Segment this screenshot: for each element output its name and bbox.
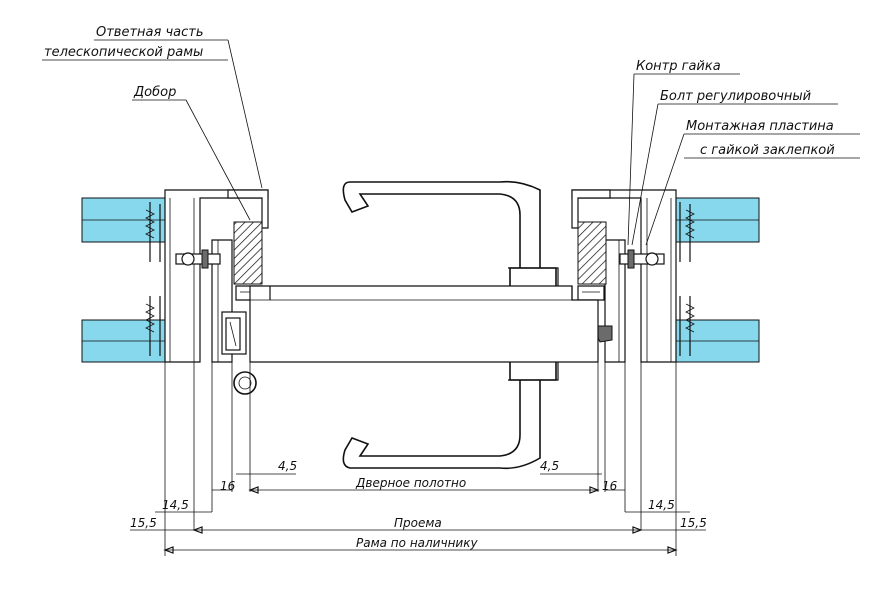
label-telescopic-part-2: телескопической рамы — [44, 45, 203, 60]
dim-opening: Проема — [394, 516, 442, 530]
label-bolt: Болт регулировочный — [660, 89, 811, 104]
label-plate-1: Монтажная пластина — [686, 119, 834, 134]
dim-left-14-5: 14,5 — [162, 498, 189, 512]
dim-door-leaf: Дверное полотно — [355, 476, 466, 490]
dim-left-15-5: 15,5 — [130, 516, 157, 530]
dim-right-16: 16 — [602, 479, 618, 493]
dim-frame-by-trim: Рама по наличнику — [356, 536, 478, 550]
dimension-lines — [130, 362, 706, 556]
dim-right-14-5: 14,5 — [648, 498, 675, 512]
left-seal-block — [233, 221, 263, 285]
right-seal-block — [577, 221, 607, 285]
right-screws — [679, 202, 695, 356]
dim-gap-left: 4,5 — [278, 459, 297, 473]
label-telescopic-part-1: Ответная часть — [96, 25, 204, 40]
door-handle-icon — [342, 180, 559, 470]
left-screws — [145, 202, 161, 356]
dim-gap-right: 4,5 — [540, 459, 559, 473]
leader-lines — [42, 39, 860, 246]
callout-labels: Ответная часть телескопической рамы Добо… — [44, 25, 835, 158]
lock-cylinder-icon — [233, 371, 257, 395]
dimension-labels: 4,5 4,5 Дверное полотно 16 16 14,5 14,5 … — [130, 459, 707, 550]
dim-right-15-5: 15,5 — [680, 516, 707, 530]
label-kontr-gaika: Контр гайка — [636, 59, 721, 74]
dim-left-16: 16 — [220, 479, 236, 493]
label-plate-2: с гайкой заклепкой — [700, 143, 835, 158]
door-leaf — [249, 285, 599, 363]
label-dobor: Добор — [133, 85, 176, 100]
